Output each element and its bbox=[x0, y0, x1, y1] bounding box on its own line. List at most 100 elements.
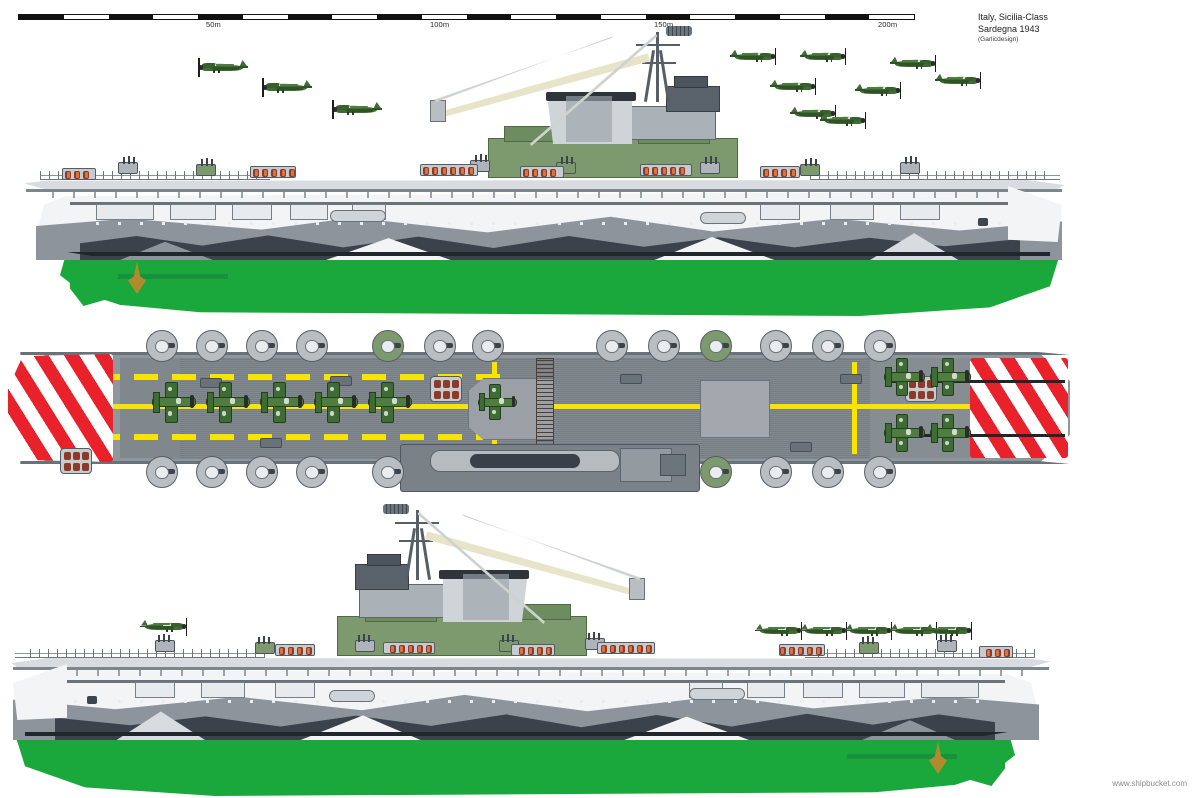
gun-mount bbox=[155, 466, 169, 480]
tailplane bbox=[368, 392, 376, 413]
aa-gun-tub-port-5 bbox=[372, 330, 404, 362]
cockpit bbox=[283, 398, 290, 405]
aircraft-airborne-right-6 bbox=[935, 72, 983, 90]
deck-dash-lower bbox=[172, 434, 196, 440]
deck-dash-lower bbox=[438, 434, 462, 440]
wing-marking bbox=[222, 386, 227, 391]
gun-mount bbox=[873, 466, 887, 480]
hull-bottom-green bbox=[60, 254, 1060, 316]
aircraft-airborne-right-8 bbox=[820, 112, 868, 130]
aa-gun-tub-port-13 bbox=[864, 330, 896, 362]
propeller bbox=[190, 395, 195, 408]
scale-label-50: 50m bbox=[206, 20, 221, 29]
aa-mount-6 bbox=[800, 158, 820, 176]
aa-gun-tub-stbd-4 bbox=[296, 456, 328, 488]
scale-segment bbox=[556, 15, 601, 19]
scale-label-100: 100m bbox=[430, 20, 450, 29]
aa-gun-tub-stbd-9 bbox=[864, 456, 896, 488]
aircraft-deck-plan-3 bbox=[260, 382, 305, 423]
cockpit bbox=[952, 373, 958, 379]
deck-dash-upper bbox=[134, 374, 158, 380]
tailplane bbox=[884, 423, 892, 443]
deck-dash-upper bbox=[476, 374, 500, 380]
starboard-profile-view bbox=[0, 26, 1075, 316]
deck-dash-upper bbox=[248, 374, 272, 380]
gun-mount bbox=[481, 340, 495, 354]
aircraft-deck-plan-fwd-3 bbox=[930, 358, 972, 397]
bridge-upper bbox=[666, 86, 720, 112]
gun-mount bbox=[873, 340, 887, 354]
propeller bbox=[965, 426, 970, 438]
title-line-country-class: Italy, Sicilia-Class bbox=[978, 12, 1048, 22]
aa-battery-3 bbox=[640, 164, 692, 176]
hull-opening bbox=[290, 204, 328, 220]
deck-dash-upper bbox=[362, 374, 386, 380]
bow-flare bbox=[1008, 186, 1062, 242]
fuselage bbox=[368, 397, 413, 408]
crane-base bbox=[430, 100, 446, 122]
aa-gun-tub-stbd-7 bbox=[760, 456, 792, 488]
wing-marking bbox=[898, 385, 903, 390]
aa-mount-7 bbox=[900, 156, 920, 174]
fuselage bbox=[478, 397, 518, 407]
scale-segment bbox=[466, 15, 512, 19]
port-profile-view bbox=[0, 504, 1075, 775]
aircraft-deck-plan-4 bbox=[314, 382, 359, 423]
aa-gun-tub-stbd-5 bbox=[372, 456, 404, 488]
aircraft-on-deck-1 bbox=[140, 618, 189, 637]
scale-segment bbox=[332, 15, 377, 19]
scale-segment bbox=[19, 15, 64, 19]
scale-segment bbox=[645, 15, 691, 19]
gun-mount bbox=[821, 340, 835, 354]
hull-opening bbox=[900, 204, 940, 220]
deck-dash-lower bbox=[134, 434, 158, 440]
deck-dash-lower bbox=[400, 434, 424, 440]
propeller bbox=[919, 426, 924, 438]
aircraft-deck-plan-2 bbox=[206, 382, 251, 423]
wing-marking bbox=[944, 385, 949, 390]
cockpit bbox=[391, 398, 398, 405]
gun-mount bbox=[769, 340, 783, 354]
aircraft-airborne-right-3 bbox=[890, 55, 938, 73]
island-bridge-plan bbox=[620, 448, 672, 482]
wing-marking bbox=[330, 386, 335, 391]
scale-segment bbox=[735, 15, 780, 19]
aircraft-on-deck-3 bbox=[800, 622, 849, 641]
waterline-stripe bbox=[66, 252, 1051, 256]
aa-gun-tub-port-10 bbox=[700, 330, 732, 362]
aa-gun-tub-port-7 bbox=[472, 330, 504, 362]
propeller bbox=[511, 395, 516, 407]
deck-dash-upper bbox=[172, 374, 196, 380]
aircraft-deck-plan-fwd-4 bbox=[930, 414, 972, 453]
aircraft-on-elevator bbox=[478, 384, 518, 421]
scale-label-150: 150m bbox=[654, 20, 674, 29]
fuselage bbox=[930, 372, 972, 382]
cockpit bbox=[498, 398, 504, 404]
aa-gun-tub-port-6 bbox=[424, 330, 456, 362]
title-line-ship-year: Sardegna 1943 bbox=[978, 23, 1040, 34]
aircraft-deck-plan-5 bbox=[368, 382, 413, 423]
gun-mount bbox=[709, 340, 723, 354]
wing-marking bbox=[492, 388, 496, 392]
watermark: www.shipbucket.com bbox=[1112, 779, 1187, 788]
aa-gun-tub-port-4 bbox=[296, 330, 328, 362]
aa-mount-2 bbox=[196, 158, 216, 176]
gun-mount bbox=[381, 466, 395, 480]
deck-dash-lower bbox=[248, 434, 272, 440]
tailplane bbox=[478, 392, 486, 412]
air-group bbox=[0, 0, 1200, 170]
scale-segment bbox=[511, 15, 556, 19]
aa-gun-tub-port-8 bbox=[596, 330, 628, 362]
propeller-shaft bbox=[118, 274, 228, 279]
aa-gun-tub-port-1 bbox=[146, 330, 178, 362]
title-block: Italy, Sicilia-Class Sardegna 1943 (Garl… bbox=[978, 12, 1048, 44]
gun-mount bbox=[305, 340, 319, 354]
deck-hatch-5 bbox=[790, 442, 812, 452]
ships-boat-2 bbox=[700, 212, 746, 224]
gallery-deck-line bbox=[70, 202, 1050, 205]
arrestor-wire-2 bbox=[890, 434, 1065, 437]
deck-dash-upper bbox=[286, 374, 310, 380]
deck-dash-lower bbox=[324, 434, 348, 440]
scale-segment bbox=[869, 15, 914, 19]
deck-park-side bbox=[0, 530, 1075, 775]
